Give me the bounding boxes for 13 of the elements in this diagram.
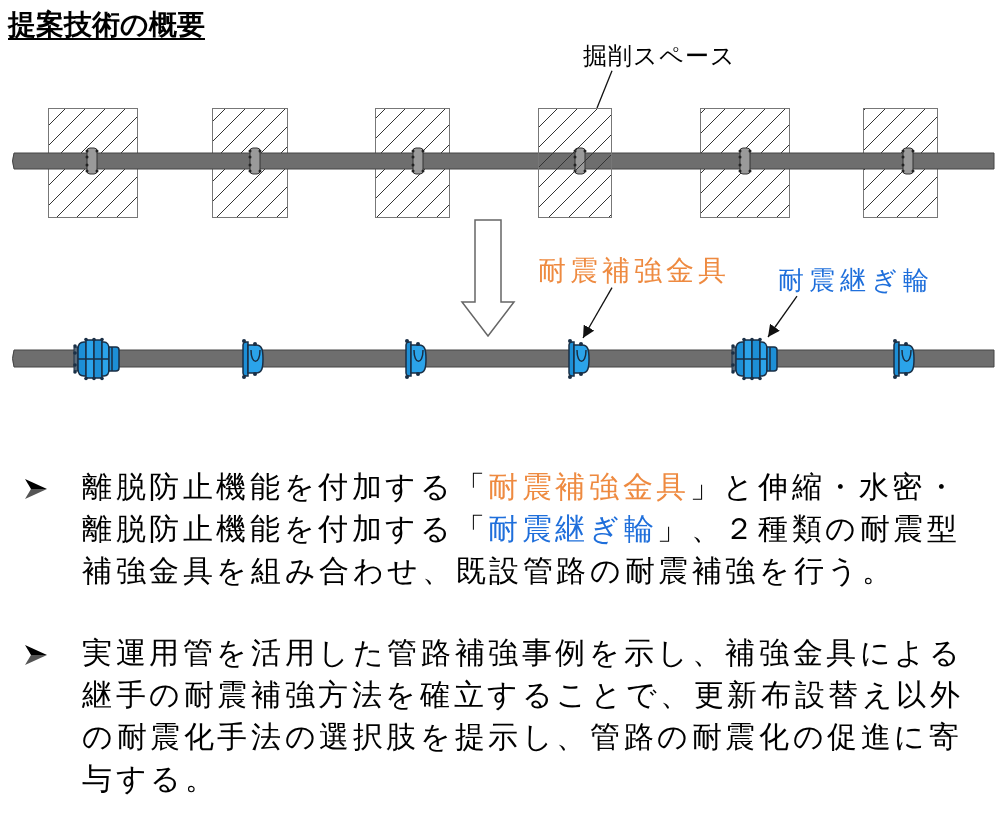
title: 提案技術の概要	[8, 8, 205, 42]
callout-label: 耐震継ぎ輪	[778, 265, 934, 297]
fitting-drawing	[566, 338, 592, 380]
bullet-text: 実運用管を活用した管路補強事例を示し、補強金具による継手の耐震補強方法を確立することで、更新布設替え以外の耐震化手法の選択肢を提示し、管路の耐震化の促進に寄与する。	[82, 635, 965, 797]
bullet-text: 離脱防止機能を付加する「耐震補強金具」と伸縮・水密・離脱防止機能を付加する「耐震継ぎ輪」、２種類の耐震型補強金具を組み合わせ、既設管路の耐震補強を行う。	[82, 469, 962, 589]
hatched-area	[538, 108, 612, 218]
arrow	[767, 295, 798, 338]
hollow-arrow	[460, 219, 516, 338]
arrow	[582, 286, 613, 339]
coupling-drawing	[730, 337, 780, 381]
callout-label: 掘削スペース	[583, 42, 736, 71]
leader-line	[596, 70, 613, 109]
callout-label: 耐震補強金具	[538, 254, 730, 288]
